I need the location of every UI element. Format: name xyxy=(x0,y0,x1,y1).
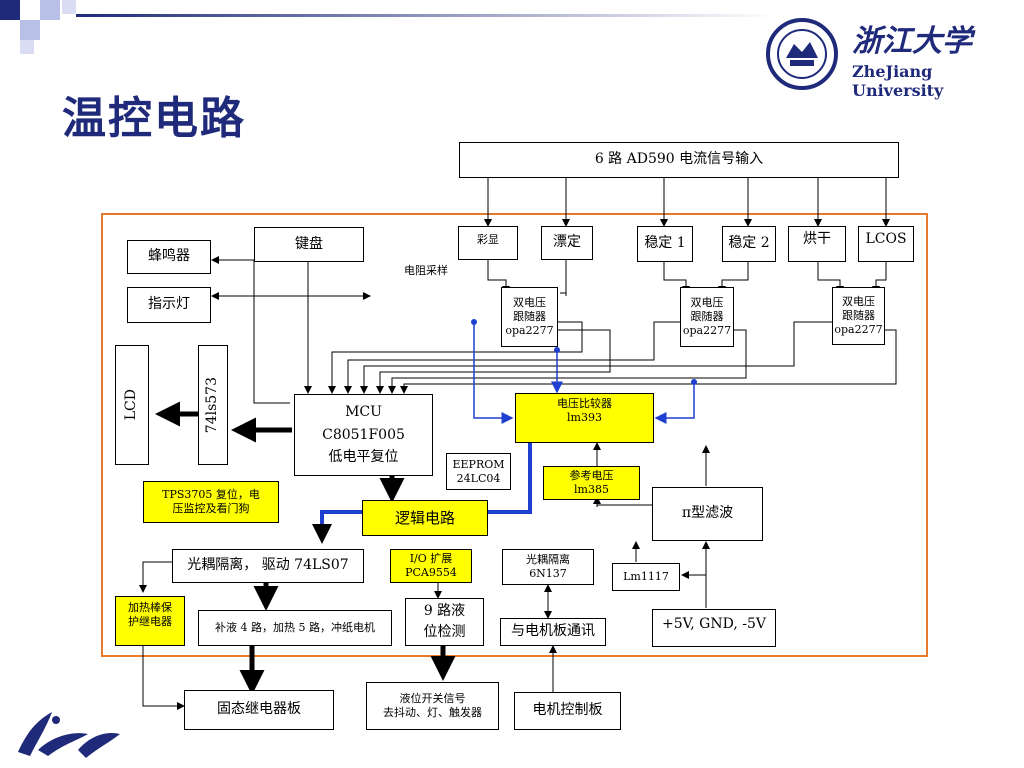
corner-square-1 xyxy=(0,0,20,20)
voltage-follower-3: 双电压 跟随器 opa2277 xyxy=(832,287,885,345)
brand-mark xyxy=(8,700,128,764)
lcd-box: LCD xyxy=(115,345,149,465)
supply-box: 补液 4 路，加热 5 路，冲纸电机 xyxy=(198,610,392,646)
channel-piaoding: 漂定 xyxy=(541,226,593,260)
corner-square-2 xyxy=(20,20,40,40)
university-seal-icon xyxy=(766,18,838,90)
corner-square-4 xyxy=(62,0,76,14)
university-name-en: ZheJiang University xyxy=(852,62,944,100)
header-gradient-line xyxy=(76,14,776,17)
io-expand-box: I/O 扩展 PCA9554 xyxy=(390,549,472,583)
reference-box: 参考电压 lm385 xyxy=(543,466,640,500)
channel-caixian: 彩显 xyxy=(458,226,518,260)
corner-square-5 xyxy=(20,40,34,54)
tps-box: TPS3705 复位，电 压监控及看门狗 xyxy=(143,481,279,523)
eeprom-box: EEPROM 24LC04 xyxy=(446,453,511,490)
channel-wending1: 稳定 1 xyxy=(637,226,693,262)
keyboard-box: 键盘 xyxy=(254,227,364,262)
level-signal-box: 液位开关信号 去抖动、灯、触发器 xyxy=(366,682,499,730)
optodrive-box: 光耦隔离， 驱动 74LS07 xyxy=(172,549,364,583)
motor-board-box: 电机控制板 xyxy=(514,692,621,730)
university-name-cn: 浙江大学 xyxy=(852,24,972,59)
filter-box: π型滤波 xyxy=(652,487,763,541)
comparator-box: 电压比较器 lm393 xyxy=(515,393,654,443)
corner-square-3 xyxy=(40,0,60,20)
brand-mark-icon xyxy=(18,712,120,758)
indicator-box: 指示灯 xyxy=(127,287,211,323)
ssr-board-box: 固态继电器板 xyxy=(184,690,334,730)
voltage-follower-1: 双电压 跟随器 opa2277 xyxy=(501,287,558,347)
channel-lcos: LCOS xyxy=(858,226,914,262)
system-frame xyxy=(101,213,928,657)
logic-box: 逻辑电路 xyxy=(362,500,488,536)
level-detect-box: 9 路液 位检测 xyxy=(405,598,484,646)
opto2-box: 光耦隔离 6N137 xyxy=(502,549,594,585)
resistor-sampling-label: 电阻采样 xyxy=(404,264,448,277)
mcu-box: MCU C8051F005 低电平复位 xyxy=(294,394,433,476)
voltage-follower-2: 双电压 跟随器 opa2277 xyxy=(680,287,734,347)
university-logo: 浙江大学 ZheJiang University xyxy=(764,14,1016,100)
buzzer-box: 蜂鸣器 xyxy=(127,240,211,274)
slide-title: 温控电路 xyxy=(62,93,246,144)
channel-honggan: 烘干 xyxy=(788,226,846,262)
latch-label: 74ls573 xyxy=(204,376,221,434)
power-box: +5V, GND, -5V xyxy=(652,609,776,647)
lcd-label: LCD xyxy=(123,389,140,421)
ad590-input-box: 6 路 AD590 电流信号输入 xyxy=(459,142,899,178)
heater-relay-box: 加热棒保 护继电器 xyxy=(115,596,185,646)
latch-box: 74ls573 xyxy=(198,345,228,465)
channel-wending2: 稳定 2 xyxy=(722,226,776,262)
motor-comm-box: 与电机板通讯 xyxy=(500,618,606,646)
lm1117-box: Lm1117 xyxy=(612,563,680,591)
